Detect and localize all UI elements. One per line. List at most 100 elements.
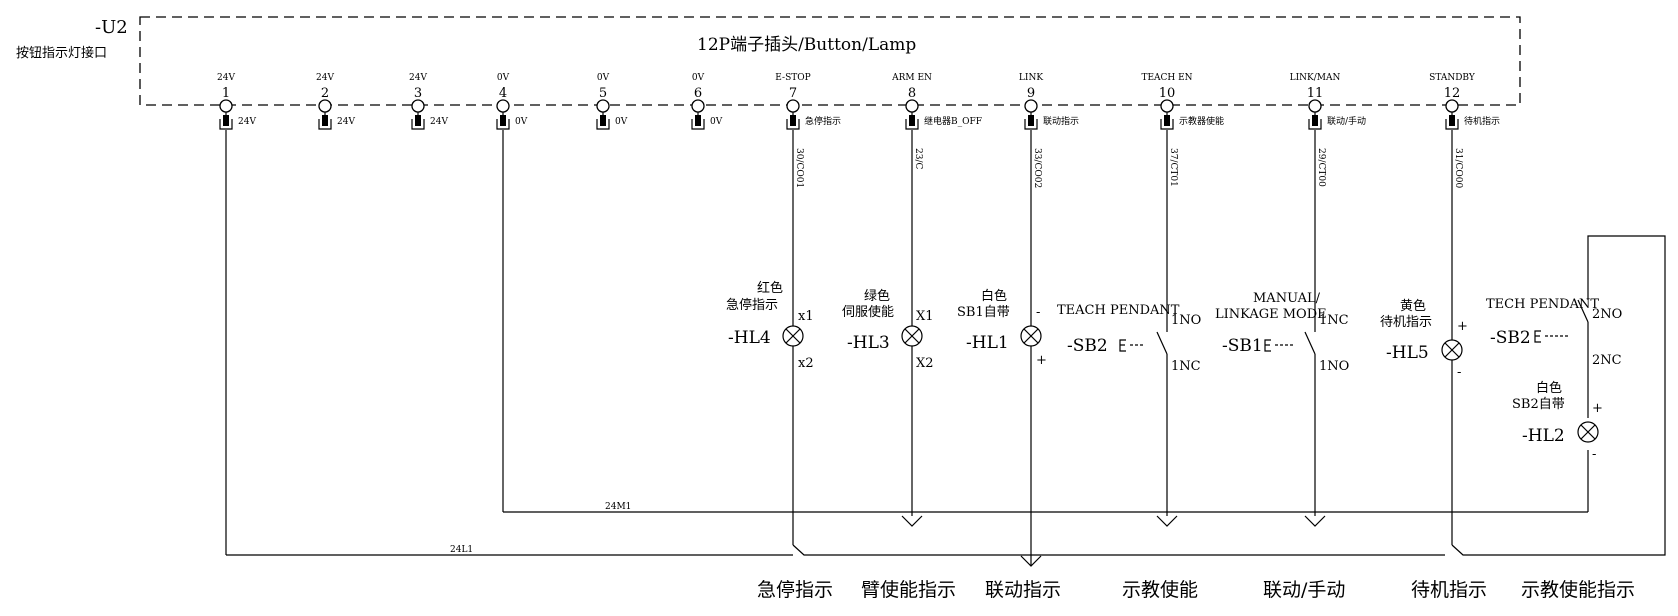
- switch-sb1-t2: 1NO: [1319, 359, 1349, 374]
- switch-sb2-teach-desc: TEACH PENDANT: [1057, 303, 1180, 318]
- switch-sb2-teach-t1: 1NO: [1171, 313, 1201, 328]
- pin-plug-icon: [1449, 115, 1455, 126]
- pin-socket-icon: [596, 99, 610, 113]
- pin-number: 5: [599, 86, 607, 101]
- pin-socket-icon: [1308, 99, 1322, 113]
- terminal-pin: TEACH EN 10 示教器使能 37/CT01: [1141, 73, 1224, 187]
- pin-side-label: 急停指示: [805, 115, 841, 127]
- module-title: 12P端子插头/Button/Lamp: [697, 35, 916, 55]
- switch-sb2-tech-label: -SB2: [1490, 328, 1531, 348]
- pin-side-label: 0V: [710, 117, 723, 127]
- switch-sb2-tech-desc: TECH PENDANT: [1486, 297, 1599, 312]
- pin-side-label: 0V: [515, 117, 528, 127]
- pin-number: 10: [1159, 86, 1176, 101]
- lamp-hl2-t1: +: [1592, 401, 1603, 416]
- pin-socket-icon: [496, 99, 510, 113]
- pin-plug-icon: [500, 115, 506, 126]
- lamp-hl5-label: -HL5: [1386, 343, 1429, 363]
- pin-side-label: 示教器使能: [1179, 115, 1224, 127]
- pin-function-label: 0V: [597, 73, 610, 83]
- switch-sb2-teach: TEACH PENDANT -SB2 1NO 1NC: [1057, 303, 1201, 374]
- lamp-hl2-desc2: SB2自带: [1512, 397, 1565, 412]
- pin-side-label: 24V: [430, 117, 448, 127]
- wire-number-label: 29/CT00: [1316, 148, 1326, 187]
- output-label: 联动/手动: [1263, 579, 1345, 601]
- lamp-hl1-t1: -: [1036, 305, 1040, 320]
- wires: [225, 130, 1666, 567]
- pin-function-label: TEACH EN: [1141, 73, 1192, 83]
- pin-socket-icon: [1024, 99, 1038, 113]
- output-label: 联动指示: [985, 579, 1061, 601]
- lamp-hl5-t1: +: [1457, 319, 1468, 334]
- pin-socket-icon: [1160, 99, 1174, 113]
- lamp-hl5-desc1: 黄色: [1400, 298, 1426, 314]
- output-label: 示教使能: [1122, 579, 1198, 601]
- wire-number-label: 23/C: [913, 148, 923, 169]
- output-label: 臂使能指示: [861, 579, 956, 601]
- lamp-hl5: 黄色 待机指示 -HL5 + -: [1380, 298, 1468, 380]
- pin-function-label: STANDBY: [1429, 73, 1476, 83]
- pin-plug-icon: [415, 115, 421, 126]
- pin-socket-icon: [219, 99, 233, 113]
- wire-number-label: 31/CO00: [1453, 148, 1463, 188]
- lamp-hl4-t1: x1: [798, 309, 814, 324]
- pin-socket-icon: [411, 99, 425, 113]
- terminal-pins: 24V124V24V224V24V324V0V40V0V50V0V60VE-ST…: [217, 73, 1500, 188]
- pin-plug-icon: [790, 115, 796, 126]
- pin-function-label: LINK: [1019, 73, 1043, 83]
- pin-socket-icon: [1445, 99, 1459, 113]
- lamp-hl2-t2: -: [1592, 447, 1596, 462]
- lamp-hl4-t2: x2: [798, 356, 814, 371]
- switch-sb2-tech-t2: 2NC: [1592, 353, 1622, 368]
- switch-sb1-t1: 1NC: [1319, 313, 1349, 328]
- pin-plug-icon: [909, 115, 915, 126]
- pin-function-label: 24V: [316, 73, 334, 83]
- pin-function-label: LINK/MAN: [1290, 73, 1341, 83]
- switch-sb2-teach-t2: 1NC: [1171, 359, 1201, 374]
- pin-plug-icon: [695, 115, 701, 126]
- bus-label-24m1: 24M1: [605, 502, 631, 512]
- switch-sb2-tech: TECH PENDANT -SB2 2NO 2NC: [1486, 297, 1622, 368]
- module-id: -U2: [95, 17, 128, 38]
- lamp-hl3-desc1: 绿色: [864, 288, 890, 304]
- lamp-hl3-desc2: 伺服使能: [842, 304, 894, 320]
- wire-number-label: 37/CT01: [1168, 148, 1178, 187]
- pin-number: 12: [1444, 86, 1461, 101]
- output-label: 急停指示: [757, 579, 833, 601]
- terminal-pin: 0V 6 0V: [691, 73, 723, 130]
- pin-number: 4: [499, 86, 507, 101]
- pin-function-label: 24V: [217, 73, 235, 83]
- pin-side-label: 24V: [238, 117, 256, 127]
- pin-plug-icon: [1312, 115, 1318, 126]
- pin-side-label: 联动指示: [1043, 115, 1079, 127]
- lamp-hl2: 白色 SB2自带 -HL2 + -: [1512, 380, 1603, 462]
- lamp-hl1-t2: +: [1036, 353, 1047, 368]
- lamp-hl1-desc1: 白色: [981, 288, 1007, 304]
- module-dashed-box: [139, 16, 1521, 106]
- lamp-hl1-desc2: SB1自带: [957, 305, 1010, 320]
- pin-plug-icon: [1028, 115, 1034, 126]
- module-subtitle: 按钮指示灯接口: [16, 45, 107, 61]
- lamp-hl4-label: -HL4: [728, 328, 771, 348]
- pin-plug-icon: [600, 115, 606, 126]
- pin-function-label: 0V: [692, 73, 705, 83]
- lamp-hl5-desc2: 待机指示: [1380, 315, 1432, 330]
- output-labels: 急停指示 臂使能指示 联动指示 示教使能 联动/手动 待机指示 示教使能指示: [757, 579, 1635, 601]
- pin-side-label: 继电器B_OFF: [924, 115, 982, 127]
- pin-side-label: 24V: [337, 117, 355, 127]
- pin-number: 6: [694, 86, 702, 101]
- pin-socket-icon: [786, 99, 800, 113]
- switch-sb2-teach-label: -SB2: [1067, 336, 1108, 356]
- pin-plug-icon: [322, 115, 328, 126]
- pin-number: 3: [414, 86, 422, 101]
- lamp-hl1: 白色 SB1自带 -HL1 - +: [957, 288, 1047, 368]
- pin-function-label: ARM EN: [891, 73, 932, 83]
- pin-side-label: 联动/手动: [1327, 115, 1366, 127]
- switch-sb1: MANUAL/ LINKAGE MODE -SB1 1NC 1NO: [1215, 291, 1349, 374]
